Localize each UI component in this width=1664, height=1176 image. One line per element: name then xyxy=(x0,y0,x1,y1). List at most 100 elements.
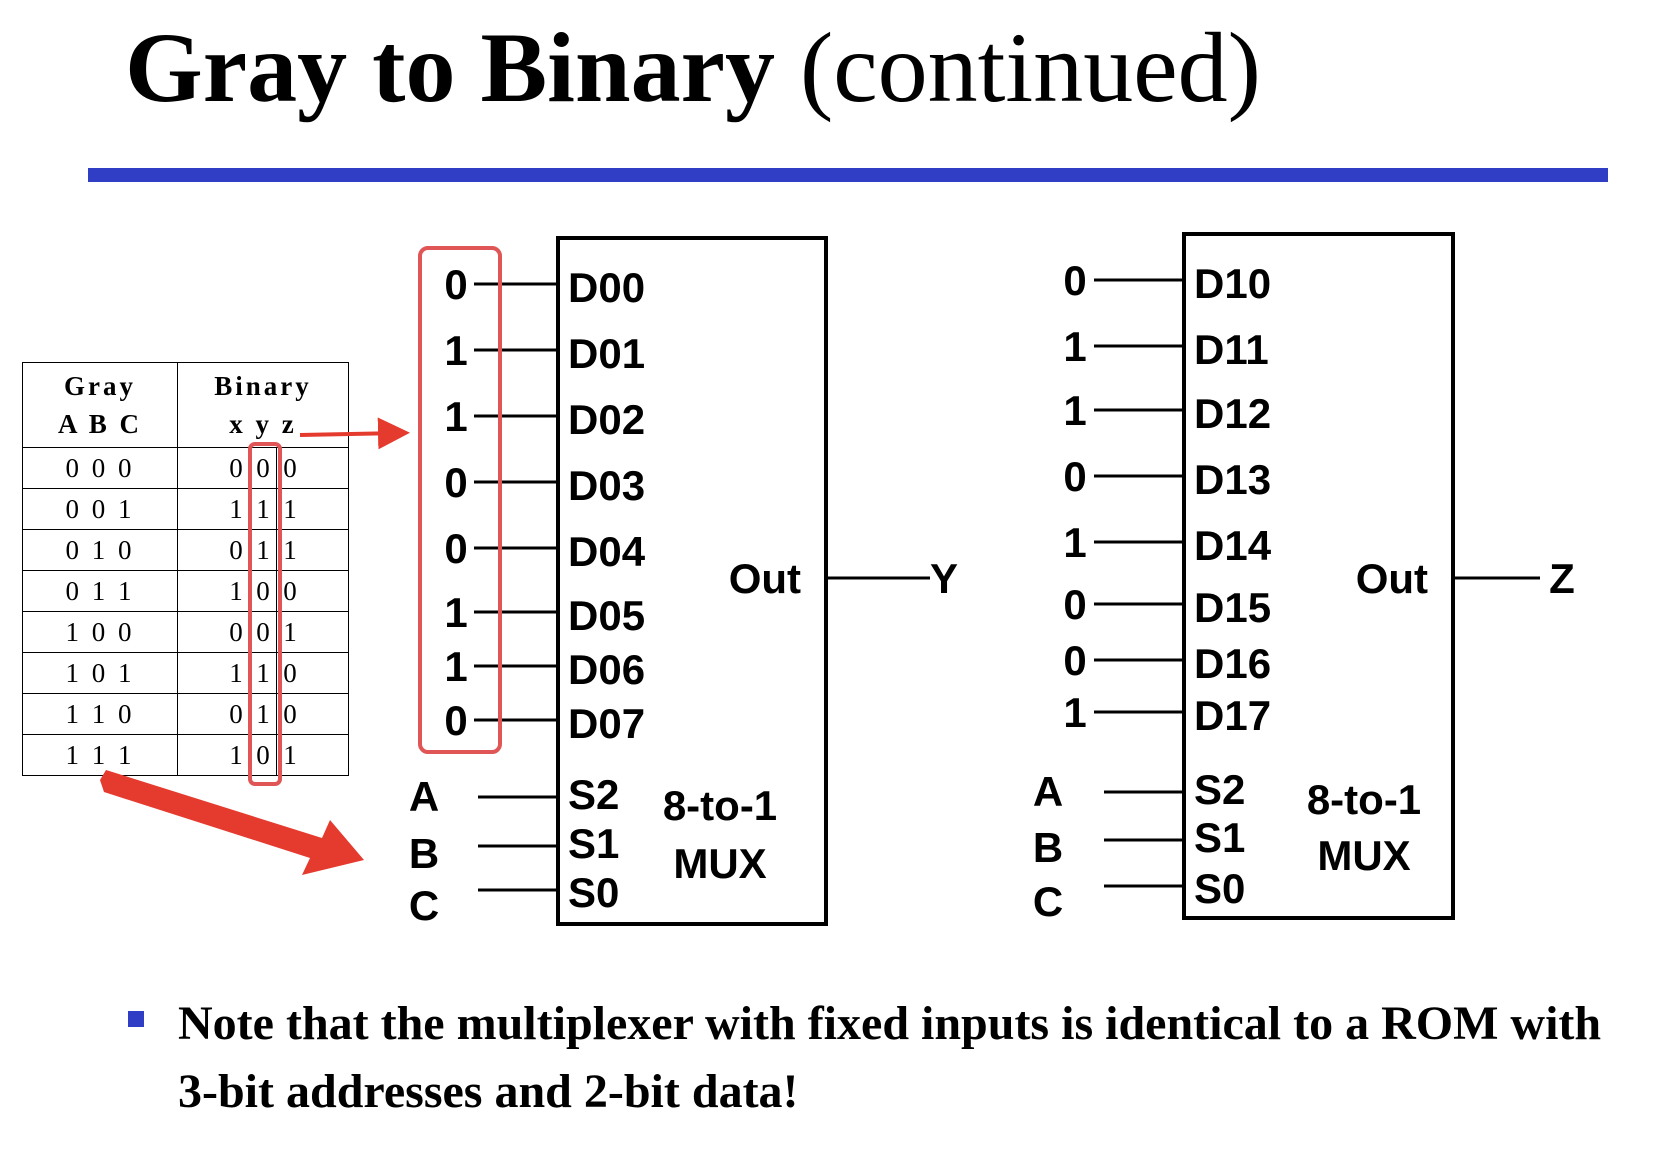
mux1-data-label: D07 xyxy=(568,700,645,747)
mux2-input-value: 1 xyxy=(1063,387,1086,434)
mux1-select-label: S2 xyxy=(568,771,619,818)
mux1-out-label: Out xyxy=(729,555,801,602)
mux2-type-line1: 8-to-1 xyxy=(1307,776,1421,823)
mux2-type-line2: MUX xyxy=(1317,832,1410,879)
mux1-input-value: 1 xyxy=(444,643,467,690)
mux1-select-input: B xyxy=(409,830,439,877)
bit-z: 1 xyxy=(283,740,297,770)
mux2-data-label: D10 xyxy=(1194,260,1271,307)
title-rule xyxy=(88,168,1608,182)
mux1-data-label: D00 xyxy=(568,264,645,311)
bullet-icon xyxy=(128,1011,144,1027)
mux2-select-label: S0 xyxy=(1194,865,1245,912)
bit-z: 0 xyxy=(283,453,297,483)
mux2-data-label: D15 xyxy=(1194,584,1271,631)
arrow-to-mux xyxy=(100,770,364,875)
mux2-data-label: D13 xyxy=(1194,456,1271,503)
bit-x: 1 xyxy=(229,494,243,524)
mux1-input-value: 0 xyxy=(444,525,467,572)
bit-z: 1 xyxy=(283,535,297,565)
bit-z: 0 xyxy=(283,658,297,688)
mux1-input-value: 1 xyxy=(444,589,467,636)
mux1-data-label: D02 xyxy=(568,396,645,443)
highlight-box-inputs xyxy=(418,246,502,754)
mux1-select-input: C xyxy=(409,882,439,929)
bit-x: 0 xyxy=(229,699,243,729)
mux2-data-label: D14 xyxy=(1194,522,1272,569)
bit-x: 1 xyxy=(229,740,243,770)
bit-z: 1 xyxy=(283,494,297,524)
mux1-output-label: Y xyxy=(930,555,958,602)
bit-z: 0 xyxy=(283,576,297,606)
mux2-input-value: 1 xyxy=(1063,323,1086,370)
mux2-input-value: 0 xyxy=(1063,453,1086,500)
mux2-data-label: D16 xyxy=(1194,640,1271,687)
bit-x: 0 xyxy=(229,453,243,483)
mux2-input-value: 0 xyxy=(1063,257,1086,304)
highlight-box-y-column xyxy=(248,442,282,786)
gray-cell: 1 0 0 xyxy=(22,611,178,653)
mux1-data-label: D06 xyxy=(568,646,645,693)
gray-cell: 1 1 1 xyxy=(22,734,178,776)
page-title: Gray to Binary (continued) xyxy=(125,10,1261,125)
mux2-data-label: D12 xyxy=(1194,390,1271,437)
mux2-data-label: D11 xyxy=(1194,326,1269,373)
gray-cell: 0 1 0 xyxy=(22,529,178,571)
gray-cell: 0 1 1 xyxy=(22,570,178,612)
bit-x: 1 xyxy=(229,576,243,606)
gray-cell: 1 1 0 xyxy=(22,693,178,735)
mux1-data-label: D04 xyxy=(568,528,646,575)
mux1-select-input: A xyxy=(409,773,439,820)
mux2-select-label: S1 xyxy=(1194,814,1245,861)
arrow-to-inputs xyxy=(299,417,410,450)
mux1-data-label: D05 xyxy=(568,592,645,639)
bit-z: 0 xyxy=(283,699,297,729)
mux1-select-label: S0 xyxy=(568,869,619,916)
header-binary-sub: x y z xyxy=(229,409,297,439)
bit-z: 1 xyxy=(283,617,297,647)
header-binary: Binary x y z xyxy=(177,362,349,448)
mux2-output-label: Z xyxy=(1549,555,1575,602)
mux1-input-value: 0 xyxy=(444,697,467,744)
mux1-input-value: 0 xyxy=(444,261,467,308)
mux1-input-value: 1 xyxy=(444,327,467,374)
mux2-select-label: S2 xyxy=(1194,766,1245,813)
mux2-input-value: 1 xyxy=(1063,519,1086,566)
bit-x: 0 xyxy=(229,535,243,565)
mux1-input-value: 1 xyxy=(444,393,467,440)
mux2-out-label: Out xyxy=(1356,555,1428,602)
mux1-data-label: D03 xyxy=(568,462,645,509)
mux1-input-value: 0 xyxy=(444,459,467,506)
gray-cell: 0 0 1 xyxy=(22,488,178,530)
mux1-data-label: D01 xyxy=(568,330,645,377)
mux2-data-label: D17 xyxy=(1194,692,1271,739)
title-suffix: (continued) xyxy=(799,12,1261,123)
bit-x: 1 xyxy=(229,658,243,688)
mux1-select-label: S1 xyxy=(568,820,619,867)
mux2-select-input: B xyxy=(1033,824,1063,871)
header-binary-label: Binary xyxy=(214,371,312,401)
mux2-select-input: C xyxy=(1033,878,1063,925)
mux2-input-value: 0 xyxy=(1063,581,1086,628)
mux1-type-line2: MUX xyxy=(673,840,766,887)
header-gray-label: Gray xyxy=(64,371,136,401)
mux2-input-value: 1 xyxy=(1063,689,1086,736)
